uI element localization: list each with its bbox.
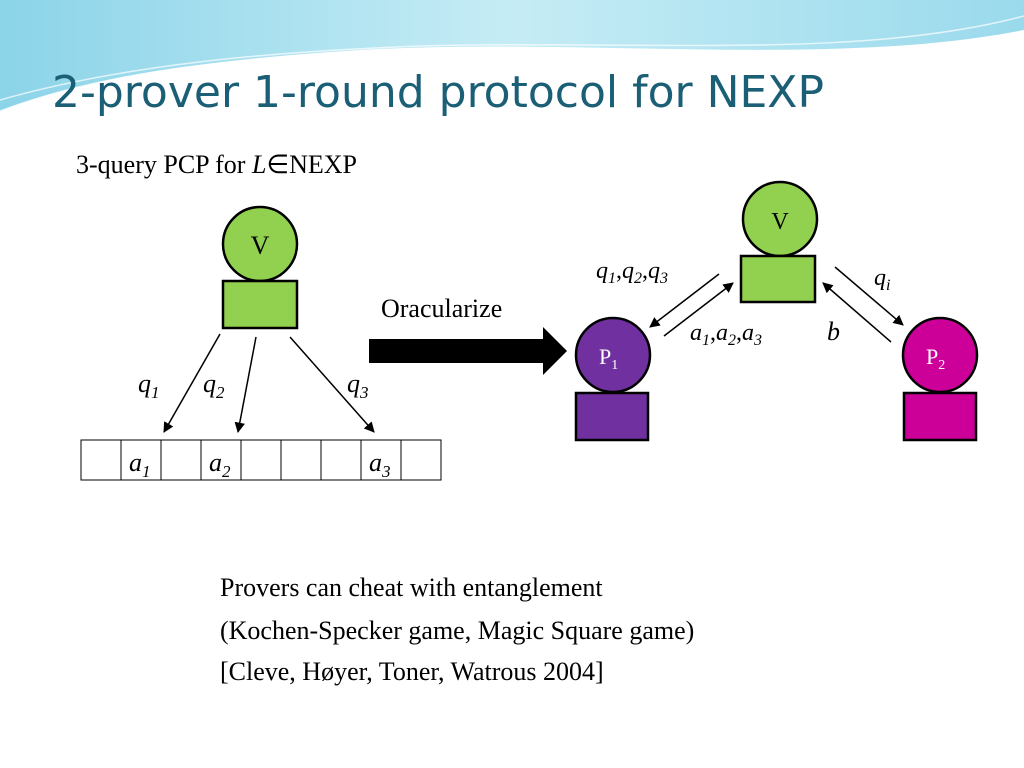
queries-to-p1: q1,q2,q3 xyxy=(596,258,668,287)
entanglement-note: Provers can cheat with entanglement (Koc… xyxy=(220,573,694,686)
answer-arrow-from-p1 xyxy=(663,282,734,337)
query-to-p2: qi xyxy=(874,265,890,294)
prover-1-body xyxy=(574,391,650,442)
slide-title: 2-prover 1-round protocol for NEXP xyxy=(52,67,824,118)
query-arrow-to-p2 xyxy=(834,266,904,326)
prover-2-label: P2 xyxy=(926,344,945,373)
verifier-label: V xyxy=(771,209,789,235)
proof-string xyxy=(80,439,442,481)
subtitle-prefix: 3-query PCP for xyxy=(76,150,252,179)
query-arrow-2 xyxy=(234,336,257,434)
proof-cell xyxy=(280,439,322,481)
proof-cell xyxy=(360,439,402,481)
transform-label: Oracularize xyxy=(381,294,502,323)
verifier-body xyxy=(221,279,299,330)
note-line-2: (Kochen-Specker game, Magic Square game) xyxy=(220,616,694,645)
verifier-label: V xyxy=(251,231,270,260)
answer-arrow-from-p2 xyxy=(822,282,892,343)
answer-label-1: a1 xyxy=(129,448,151,481)
answer-label-3: a3 xyxy=(369,448,391,481)
answer-from-p2: b xyxy=(827,317,840,346)
transform-arrow xyxy=(369,327,567,375)
prover-2-head xyxy=(901,316,979,394)
query-label-1: q1 xyxy=(138,369,160,402)
prover-1-label: P1 xyxy=(599,344,618,373)
prover-2-body xyxy=(902,391,978,442)
answer-label-2: a2 xyxy=(209,448,231,481)
query-label-3: q3 xyxy=(347,369,369,402)
proof-cell xyxy=(80,439,122,481)
query-arrow-3 xyxy=(289,336,375,433)
subtitle-language: L xyxy=(251,150,266,179)
prover-1-head xyxy=(574,316,652,394)
subtitle: 3-query PCP for L∈NEXP xyxy=(76,150,357,179)
subtitle-class: ∈NEXP xyxy=(266,150,357,179)
proof-cell xyxy=(320,439,362,481)
verifier-body xyxy=(739,254,817,304)
pcp-diagram: V q1 q2 q3 a1 a2 a3 xyxy=(80,205,442,481)
proof-cell xyxy=(200,439,242,481)
query-label-2: q2 xyxy=(203,369,225,402)
answers-from-p1: a1,a2,a3 xyxy=(690,320,762,349)
proof-cell xyxy=(160,439,202,481)
query-arrow-to-p1 xyxy=(649,273,720,328)
proof-cell xyxy=(400,439,442,481)
note-line-3: [Cleve, Høyer, Toner, Watrous 2004] xyxy=(220,657,604,686)
note-line-1: Provers can cheat with entanglement xyxy=(220,573,603,602)
mip-diagram: V P1 P2 q1,q2,q3 a1,a2,a3 qi b xyxy=(574,180,979,442)
header-wave xyxy=(0,0,1024,114)
proof-cell xyxy=(120,439,162,481)
query-arrow-1 xyxy=(163,333,221,433)
proof-cell xyxy=(240,439,282,481)
